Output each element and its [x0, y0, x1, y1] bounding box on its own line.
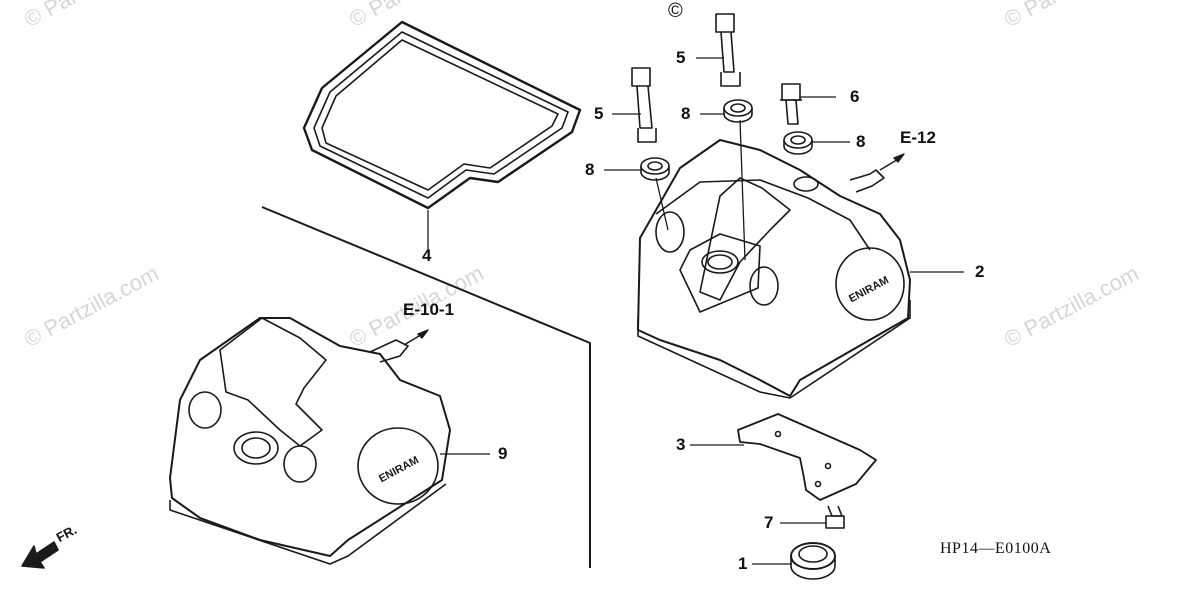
part-label-5: 5	[594, 104, 604, 123]
reference-label-e12: E-12	[900, 128, 936, 147]
part-label-3: 3	[676, 435, 686, 454]
cover-badge-right: ENIRAM	[847, 274, 891, 305]
part-label-8: 8	[681, 104, 691, 123]
bolt-part-5-right	[715, 13, 741, 87]
part-label-8: 8	[856, 132, 866, 151]
leader-lines	[427, 57, 964, 565]
diagram-code: HP14—E0100A	[940, 540, 1052, 557]
bracket-part-3	[737, 413, 877, 501]
washer-part-8	[783, 131, 813, 155]
head-cover-left	[169, 317, 451, 565]
bolt-part-5-left	[631, 67, 657, 143]
part-label-2: 2	[975, 262, 985, 281]
part-label-8: 8	[585, 160, 595, 179]
washer-part-8	[640, 157, 670, 181]
part-label-1: 1	[738, 554, 748, 573]
reference-label-e10-1: E-10-1	[403, 300, 455, 319]
badge-text: ENIRAM	[377, 454, 421, 485]
copyright-mark: ©	[668, 0, 683, 22]
gasket-part	[302, 20, 582, 210]
bolt-part-6	[780, 83, 802, 125]
part-label-6: 6	[850, 87, 860, 106]
washer-part-8	[723, 99, 753, 123]
cover-badge-left: ENIRAM	[377, 454, 421, 485]
head-cover-right	[637, 139, 911, 399]
part-label-7: 7	[764, 513, 774, 532]
reference-arrow-e10	[403, 329, 429, 346]
part-label-5: 5	[676, 48, 686, 67]
part-label-4: 4	[422, 246, 432, 265]
badge-text: ENIRAM	[847, 274, 891, 305]
seal-ring-part-1	[790, 542, 836, 580]
reference-arrow-e12	[879, 153, 905, 171]
separator-line	[261, 206, 591, 568]
bolt-part-7	[825, 505, 845, 529]
part-label-9: 9	[498, 444, 508, 463]
front-direction-arrow	[21, 541, 59, 569]
